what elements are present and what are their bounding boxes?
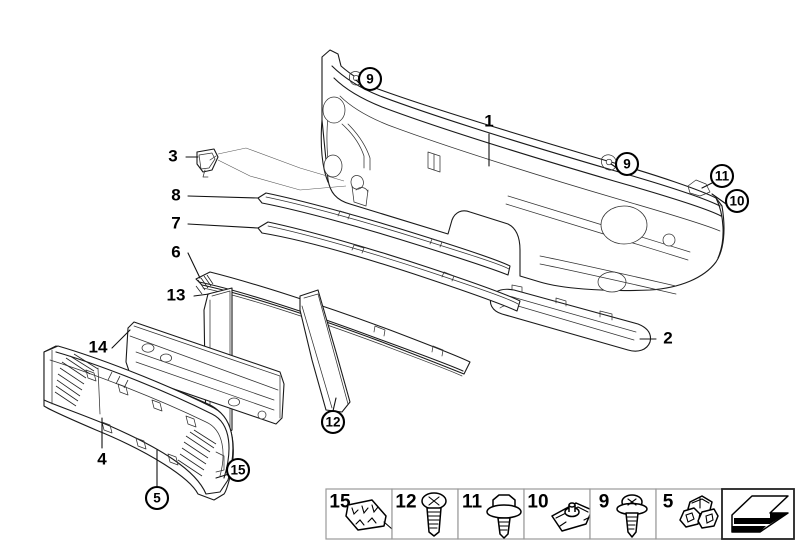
- washer-head-screw-icon: [616, 494, 648, 538]
- legend-cell-direction-arrow: [721, 488, 795, 540]
- label-14: 14: [89, 337, 108, 356]
- callout-12: 12: [320, 409, 346, 435]
- label-2: 2: [663, 328, 672, 347]
- callout-10: 10: [724, 188, 750, 214]
- label-1: 1: [484, 111, 493, 130]
- legend-cell-11: 11: [457, 488, 525, 540]
- legend-number-5: 5: [663, 492, 674, 513]
- legend-number-11: 11: [462, 492, 483, 513]
- callout-9-left-text: 9: [366, 72, 374, 87]
- direction-of-travel-arrow-icon: [731, 495, 789, 533]
- legend-cell-15: 15: [325, 488, 393, 540]
- speed-nut-plate-clip-icon: [551, 502, 593, 532]
- callout-11: 11: [709, 163, 735, 189]
- license-plate-holder: [125, 321, 285, 425]
- hex-head-bolt-with-washer-icon: [486, 494, 522, 539]
- label-7: 7: [171, 213, 180, 232]
- spring-clip-retainer-icon: [679, 495, 719, 529]
- callout-9-right: 9: [614, 151, 640, 177]
- legend-number-10: 10: [527, 492, 548, 513]
- legend-cell-5: 5: [655, 488, 723, 540]
- lower-grille: [43, 345, 234, 501]
- callout-5-text: 5: [153, 491, 161, 506]
- side-panel-right: [299, 289, 351, 413]
- legend-number-15: 15: [329, 492, 351, 513]
- callout-9-left: 9: [357, 66, 383, 92]
- callout-15: 15: [225, 457, 251, 483]
- label-8: 8: [171, 185, 180, 204]
- upper-moulding: [257, 192, 511, 276]
- legend-cell-12: 12: [391, 488, 459, 540]
- callout-5: 5: [144, 485, 170, 511]
- mid-moulding: [257, 221, 521, 312]
- label-6: 6: [171, 242, 180, 261]
- circled-callouts: 9 9 11 10 12 15: [144, 66, 750, 511]
- legend-number-9: 9: [599, 492, 610, 513]
- legend-cell-9: 9: [589, 488, 657, 540]
- legend-number-12: 12: [395, 492, 416, 513]
- small-clip: [196, 148, 219, 178]
- legend-cell-10: 10: [523, 488, 593, 540]
- callout-15-text: 15: [230, 463, 246, 478]
- label-4: 4: [97, 449, 107, 468]
- callout-9-right-text: 9: [623, 157, 631, 172]
- phillips-pan-head-screw-icon: [421, 492, 447, 537]
- plain-callouts: 1 2 3 8 7 6 13 14 4: [89, 111, 673, 468]
- retainer-clip-icon: [345, 499, 393, 531]
- callout-12-text: 12: [325, 415, 340, 430]
- label-3: 3: [168, 146, 177, 165]
- callout-10-text: 10: [729, 194, 744, 209]
- callout-11-text: 11: [715, 169, 730, 184]
- label-13: 13: [167, 285, 186, 304]
